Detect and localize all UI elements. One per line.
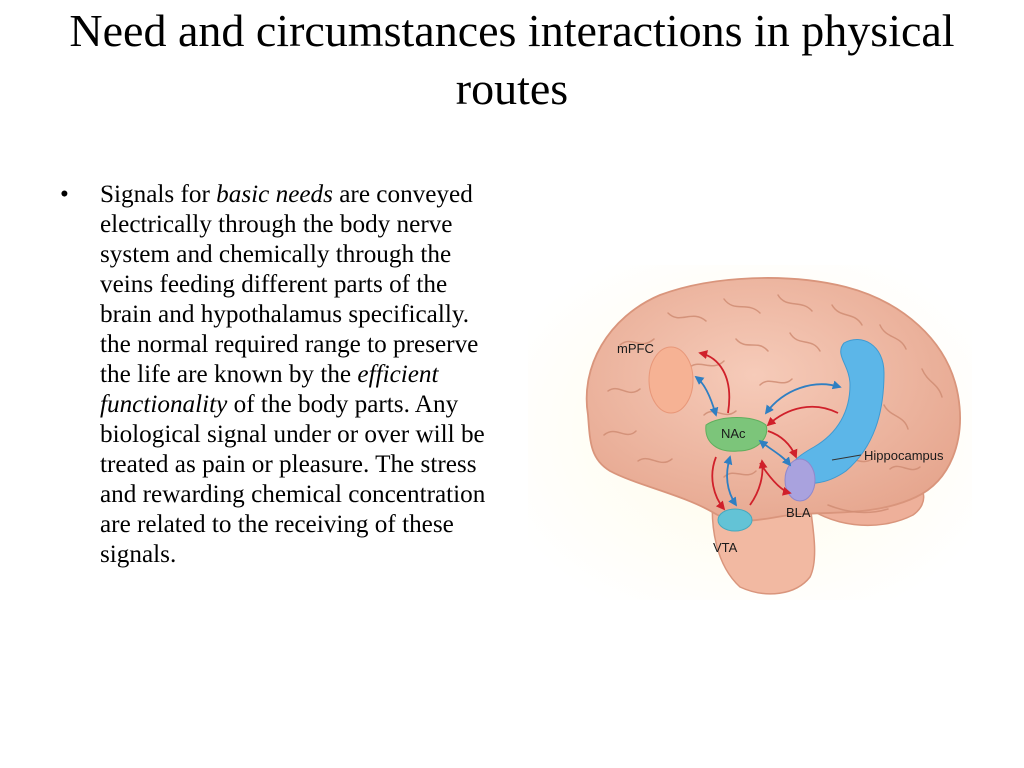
hippocampus-leader-line <box>831 454 862 461</box>
mpfc-label: mPFC <box>617 341 654 356</box>
bullet-text-part-2: are conveyed electrically through the bo… <box>100 181 479 388</box>
hippocampus-label: Hippocampus <box>864 448 944 463</box>
slide-title: Need and circumstances interactions in p… <box>69 5 955 114</box>
bullet-paragraph: Signals for basic needs are conveyed ele… <box>100 180 500 570</box>
connection-arrows <box>694 350 842 511</box>
bla-label: BLA <box>786 505 811 520</box>
bullet-text-part-3: of the body parts. Any biological signal… <box>100 391 486 568</box>
bullet-emphasis-basic-needs: basic needs <box>216 181 333 208</box>
brain-shape <box>585 277 961 522</box>
bullet-marker: • <box>60 181 69 208</box>
nac-label: NAc <box>721 426 746 441</box>
bullet-emphasis-efficient-functionality: efficient functionality <box>100 361 439 418</box>
bla-shape <box>784 458 816 502</box>
mpfc-shape <box>648 346 694 414</box>
brain-diagram-svg: mPFC NAc Hippocampus BLA VTA <box>528 265 972 600</box>
bullet-text-part-1: Signals for <box>100 181 217 208</box>
vta-label: VTA <box>713 540 738 555</box>
vta-shape <box>717 508 753 532</box>
brain-diagram: mPFC NAc Hippocampus BLA VTA <box>528 265 972 600</box>
